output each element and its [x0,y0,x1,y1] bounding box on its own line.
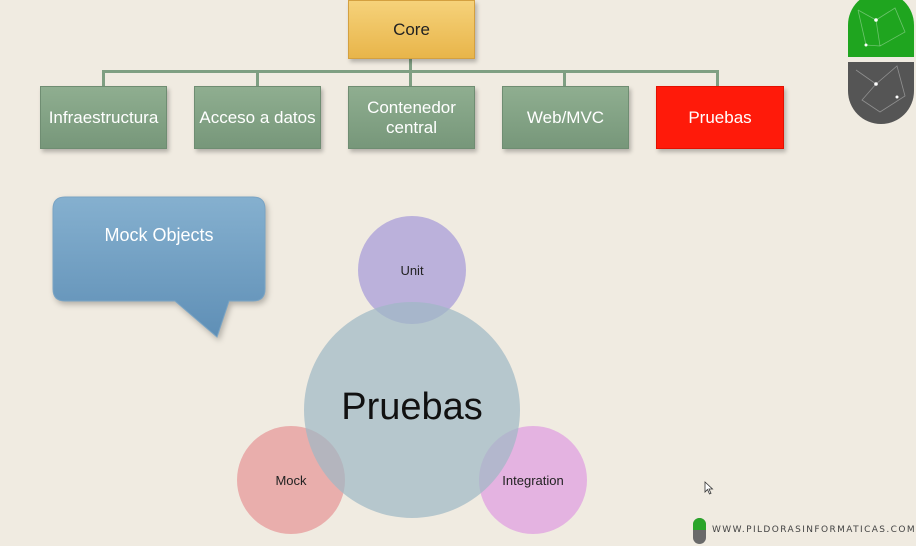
integration-label: Integration [502,473,564,488]
pill-logo-icon [848,0,914,124]
connector-acceso [256,70,259,86]
unit-circle [358,216,466,324]
core-box: Core [348,0,475,59]
footer-pill-icon [693,518,706,544]
contenedor-central-box: Contenedor central [348,86,475,149]
connector-pruebas [716,70,719,86]
mock-objects-label: Mock Objects [104,224,214,245]
pruebas-circle [304,302,520,518]
web-mvc-label: Web/MVC [526,107,605,127]
footer-site-text: WWW.PILDORASINFORMATICAS.COM [712,525,916,535]
mouse-cursor-icon [704,481,714,495]
connector-vertical-core [409,58,412,72]
contenedor-central-label: Contenedor central [367,97,456,137]
core-label: Core [393,19,430,39]
infraestructura-label: Infraestructura [48,107,159,127]
infraestructura-box: Infraestructura [40,86,167,149]
acceso-datos-box: Acceso a datos [194,86,321,149]
pruebas-center-label: Pruebas [341,386,483,428]
mock-objects-callout-shape [52,196,266,338]
mock-label: Mock [275,473,307,488]
connector-web [563,70,566,86]
connector-contenedor [409,70,412,86]
web-mvc-box: Web/MVC [502,86,629,149]
unit-label: Unit [400,263,424,278]
connector-infraestructura [102,70,105,86]
pruebas-box: Pruebas [656,86,784,149]
pruebas-box-label: Pruebas [688,107,752,127]
acceso-datos-label: Acceso a datos [199,107,316,127]
